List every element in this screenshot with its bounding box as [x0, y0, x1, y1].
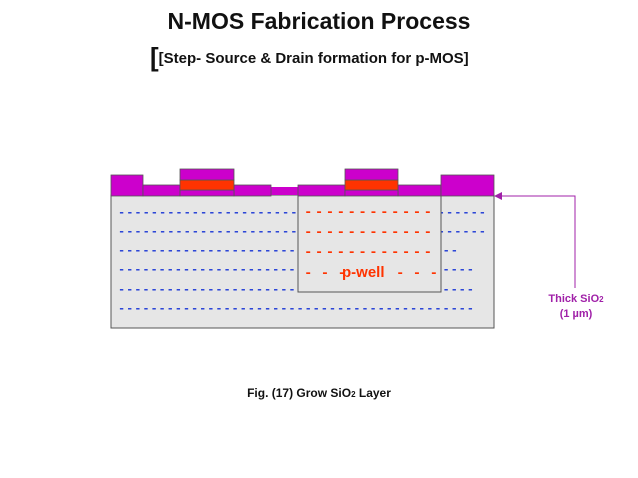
p-well-doping-line: - - - - - - - - - - - - [304, 205, 432, 221]
figure-caption: Fig. (17) Grow SiO2 Layer [0, 386, 638, 400]
caption-suffix: Layer [355, 386, 391, 400]
p-well-label: p-well [342, 264, 385, 281]
field-oxide [440, 174, 495, 197]
gate-stack-right [344, 168, 399, 197]
p-well-region [297, 194, 442, 293]
p-well-doping-line: - - - - - - - - - - - - [304, 225, 432, 241]
oxide-layer [110, 174, 495, 197]
gate-oxide-under-poly [344, 189, 399, 197]
caption-subscript: 2 [351, 390, 356, 399]
annotation-arrow [494, 192, 576, 288]
p-well-doping-line: - - - - - - - - - - - - [304, 245, 432, 261]
page-title: N-MOS Fabrication Process [167, 8, 471, 34]
field-oxide [397, 184, 442, 197]
annotation-line1: Thick SiO [548, 293, 600, 305]
p-well-doping-lines: - - - - - - - - - - - - - - - - - - - - … [304, 205, 438, 282]
caption-prefix: Fig. (17) Grow SiO [247, 386, 352, 400]
p-well-dash-left: - - - [304, 266, 346, 282]
doping-line: - - - - - - - - - - - - - - - - - - - - … [118, 302, 474, 316]
field-oxide [110, 174, 144, 197]
gate-oxide-under-poly [179, 189, 235, 197]
polysilicon-gate [179, 179, 235, 191]
gate-stack-left [179, 168, 235, 197]
subtitle-bracket: [ [150, 42, 159, 72]
gate-oxide [142, 184, 181, 197]
thick-oxide-annotation: Thick SiO2 (1 µm) [530, 292, 622, 322]
gate-oxide [297, 184, 346, 197]
field-oxide [233, 184, 272, 197]
polysilicon-gate [344, 179, 399, 191]
p-well-dash-right: - - - [396, 266, 438, 282]
subtitle: [[Step- Source & Drain formation for p-M… [150, 42, 469, 73]
subtitle-text: [Step- Source & Drain formation for p-MO… [158, 50, 469, 67]
oxide-cap [344, 168, 399, 181]
annotation-subscript: 2 [599, 295, 604, 304]
annotation-line2: (1 µm) [559, 308, 593, 320]
oxide-cap [179, 168, 235, 181]
